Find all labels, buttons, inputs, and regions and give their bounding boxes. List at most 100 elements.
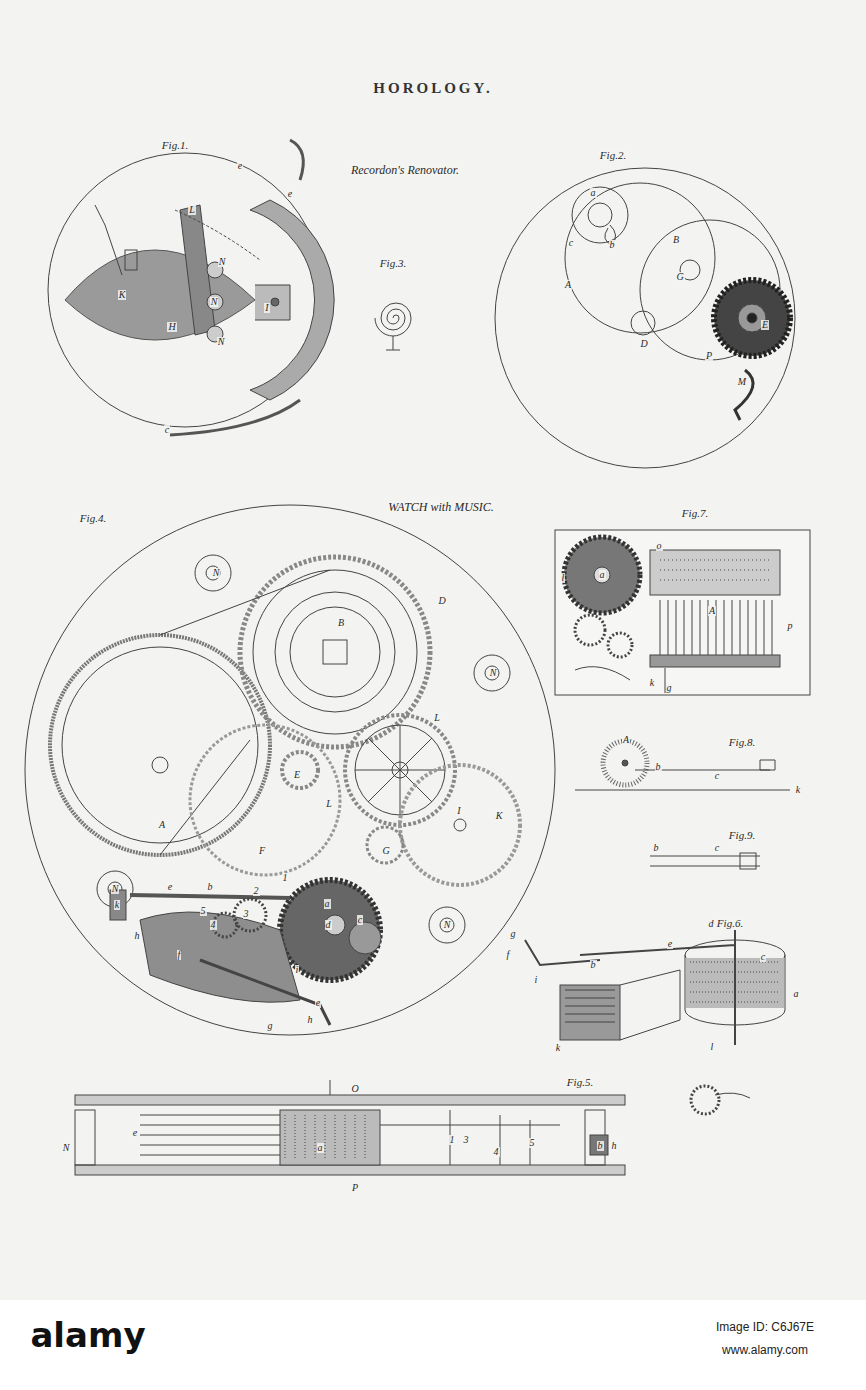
part-letter: g (666, 683, 673, 693)
part-letter: h (307, 1015, 314, 1025)
part-letter: A (708, 606, 716, 616)
part-letter: e (167, 882, 173, 892)
part-letter: e (667, 939, 673, 949)
part-letter: b (207, 882, 214, 892)
part-letter: a (317, 1143, 324, 1153)
part-letter: N (218, 257, 227, 267)
figure-number: Fig.8. (728, 737, 756, 748)
part-letter: E (293, 770, 301, 780)
part-letter: a (793, 989, 800, 999)
part-letter: 3 (243, 909, 250, 919)
figure-number: Fig.1. (161, 140, 189, 151)
watermark-text: www.alamy.com (721, 1344, 809, 1356)
part-letter: e (315, 998, 321, 1008)
figure-caption: Recordon's Renovator. (350, 164, 460, 176)
part-letter: L (325, 799, 333, 809)
part-letter: N (443, 920, 452, 930)
part-letter: p (787, 621, 794, 631)
part-letter: P (351, 1183, 359, 1193)
figure-number: Fig.2. (599, 150, 627, 161)
part-letter: b (597, 1141, 604, 1151)
part-letter: E (761, 320, 769, 330)
part-letter: f (506, 950, 511, 960)
part-letter: k (114, 900, 120, 910)
part-letter: D (437, 596, 446, 606)
part-letter: H (167, 322, 176, 332)
part-letter: 3 (463, 1135, 470, 1145)
part-letter: F (258, 846, 266, 856)
part-letter: k (555, 1043, 561, 1053)
part-letter: e (287, 189, 293, 199)
part-letter: d (708, 919, 715, 929)
part-letter: 2 (253, 886, 260, 896)
part-letter: d (325, 920, 332, 930)
part-letter: M (737, 377, 747, 387)
part-letter: A (158, 820, 166, 830)
part-letter: a (324, 899, 331, 909)
part-letter: b (590, 960, 597, 970)
part-letter: I (264, 303, 269, 313)
plate-title: HOROLOGY. (372, 81, 493, 96)
part-letter: l (561, 573, 566, 583)
part-letter: 4 (210, 920, 217, 930)
part-letter: h (611, 1141, 618, 1151)
figure-number: Fig.9. (728, 830, 756, 841)
part-letter: 5 (200, 906, 207, 916)
part-letter: L (188, 205, 196, 215)
figure-number: Fig.3. (379, 258, 407, 269)
part-letter: c (714, 771, 720, 781)
part-letter: N (62, 1143, 71, 1153)
part-letter: 4 (493, 1147, 500, 1157)
part-letter: D (639, 339, 648, 349)
part-letter: c (714, 843, 720, 853)
part-letter: a (590, 188, 597, 198)
part-letter: G (381, 846, 390, 856)
part-letter: A (622, 735, 630, 745)
part-letter: l (710, 1042, 715, 1052)
part-letter: N (210, 297, 219, 307)
part-letter: c (357, 915, 363, 925)
part-letter: 5 (529, 1138, 536, 1148)
figure-number: Fig.4. (79, 513, 107, 524)
figure-caption: WATCH with MUSIC. (387, 501, 495, 513)
part-letter: 1 (282, 873, 289, 883)
part-letter: N (489, 668, 498, 678)
part-letter: k (795, 785, 801, 795)
part-letter: i (295, 965, 300, 975)
part-letter: g (510, 929, 517, 939)
part-letter: c (568, 238, 574, 248)
part-letter: i (534, 975, 539, 985)
figure-number: Fig.7. (681, 508, 709, 519)
part-letter: f (177, 950, 182, 960)
part-letter: N (111, 884, 120, 894)
part-letter: L (433, 713, 441, 723)
part-letter: c (164, 425, 170, 435)
part-letter: G (675, 272, 684, 282)
part-letter: N (212, 568, 221, 578)
part-letter: c (760, 952, 766, 962)
part-letter: I (456, 806, 461, 816)
watermark-logo: alamy (29, 1318, 146, 1352)
part-letter: o (656, 541, 663, 551)
figure-number: Fig.5. (566, 1077, 594, 1088)
part-letter: 1 (449, 1135, 456, 1145)
part-letter: O (350, 1084, 359, 1094)
part-letter: B (337, 618, 345, 628)
part-letter: h (134, 931, 141, 941)
part-letter: b (655, 762, 662, 772)
part-letter: N (217, 337, 226, 347)
part-letter: A (564, 280, 572, 290)
part-letter: k (649, 678, 655, 688)
part-letter: K (118, 290, 127, 300)
figure-number: Fig.6. (716, 918, 744, 929)
part-letter: a (599, 570, 606, 580)
watermark-text: Image ID: C6J67E (715, 1321, 815, 1333)
part-letter: e (132, 1128, 138, 1138)
part-letter: K (495, 811, 504, 821)
part-letter: e (237, 161, 243, 171)
part-letter: g (267, 1021, 274, 1031)
part-letter: P (705, 351, 713, 361)
part-letter: b (609, 240, 616, 250)
part-letter: b (653, 843, 660, 853)
